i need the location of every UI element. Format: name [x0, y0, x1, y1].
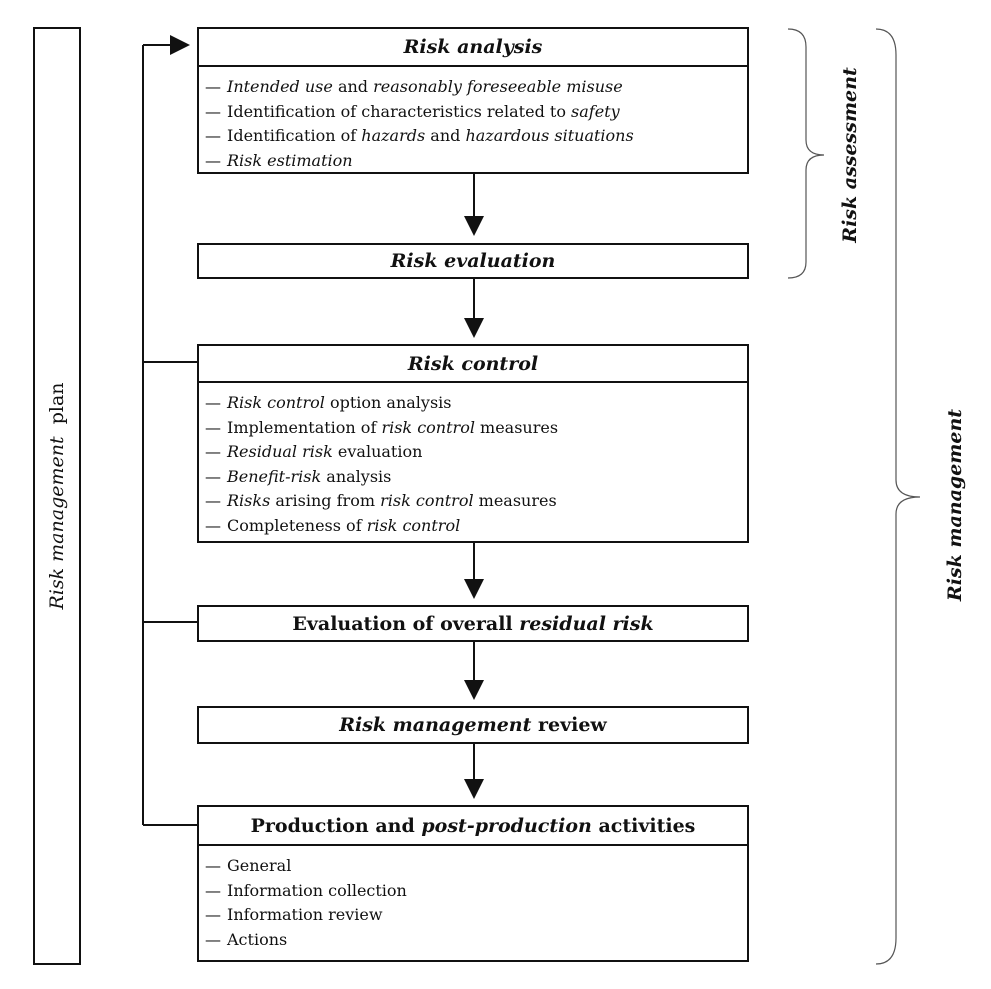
- item-text: Completeness of: [227, 515, 367, 535]
- item-text: and: [425, 126, 466, 145]
- risk-control-title-text: Risk control: [407, 352, 539, 375]
- list-item: — Intended use and reasonably foreseeable…: [205, 75, 747, 100]
- production-activities-items: — General — Information collection — Informat…: [199, 846, 747, 952]
- overall-residual-risk-box: Evaluation of overall residual risk: [197, 605, 749, 642]
- risk-assessment-label: Risk assessment: [839, 67, 861, 243]
- risk-management-review-box: Risk management review: [197, 706, 749, 744]
- dash-bullet: —: [205, 905, 221, 924]
- risk-assessment-brace: [787, 28, 825, 279]
- item-text: analysis: [321, 466, 392, 486]
- item-text-italic: hazards: [361, 126, 426, 145]
- list-item: — Benefit-risk analysis: [205, 465, 747, 490]
- item-text: Information review: [227, 905, 383, 924]
- list-item: — Implementation of risk control measures: [205, 416, 747, 441]
- production-activities-title: Production and post-production activitie…: [199, 807, 747, 846]
- item-text-italic: risk control: [381, 417, 475, 437]
- list-item: — General: [205, 854, 747, 879]
- dash-bullet: —: [205, 417, 221, 437]
- dash-bullet: —: [205, 150, 221, 170]
- risk-management-plan-label: Risk management plan: [46, 382, 68, 609]
- list-item: — Information collection: [205, 879, 747, 904]
- item-text: Identification of: [227, 126, 362, 145]
- dash-bullet: —: [205, 466, 221, 486]
- dash-bullet: —: [205, 126, 221, 145]
- risk-analysis-box: Risk analysis — Intended use and reasonab…: [197, 27, 749, 174]
- item-text: measures: [474, 417, 559, 437]
- list-item: — Identification of characteristics relat…: [205, 100, 747, 125]
- risk-control-box: Risk control — Risk control option analys…: [197, 344, 749, 543]
- item-text-italic: Risk control: [227, 393, 325, 412]
- risk-control-title: Risk control: [199, 346, 747, 383]
- list-item: — Completeness of risk control: [205, 514, 747, 539]
- dash-bullet: —: [205, 929, 221, 949]
- production-activities-box: Production and post-production activitie…: [197, 805, 749, 962]
- dash-bullet: —: [205, 442, 221, 461]
- item-text-italic: safety: [571, 101, 620, 121]
- item-text: and: [332, 77, 374, 96]
- list-item: — Risk estimation: [205, 149, 747, 174]
- dash-bullet: —: [205, 77, 221, 96]
- review-title-plain: review: [531, 714, 607, 736]
- item-text-italic: Risks: [227, 491, 271, 510]
- item-text-italic: hazardous situations: [465, 126, 634, 145]
- risk-analysis-items: — Intended use and reasonably foreseeable…: [199, 67, 747, 173]
- risk-control-items: — Risk control option analysis — Implementa…: [199, 383, 747, 538]
- item-text-italic: risk control: [366, 515, 461, 535]
- dash-bullet: —: [205, 515, 221, 535]
- dash-bullet: —: [205, 856, 221, 875]
- item-text: Information collection: [227, 880, 407, 900]
- list-item: — Risks arising from risk control measure…: [205, 489, 747, 514]
- item-text: Identification of characteristics relate…: [227, 101, 572, 121]
- dash-bullet: —: [205, 393, 221, 412]
- risk-management-brace: [875, 28, 921, 965]
- risk-management-plan-box: [33, 27, 81, 965]
- item-text: Actions: [227, 929, 288, 949]
- production-title-plain-1: Production and: [250, 814, 422, 837]
- overall-title-plain: Evaluation of overall: [292, 612, 520, 635]
- risk-evaluation-title-text: Risk evaluation: [390, 250, 556, 272]
- plan-label-italic: Risk management: [46, 436, 68, 610]
- review-title-italic: Risk management: [339, 714, 532, 736]
- risk-analysis-title: Risk analysis: [199, 29, 747, 67]
- item-text: Implementation of: [227, 417, 382, 437]
- item-text: measures: [473, 491, 557, 510]
- item-text-italic: Risk estimation: [227, 150, 353, 170]
- plan-label-plain: plan: [46, 382, 68, 425]
- item-text: option analysis: [324, 393, 452, 412]
- item-text-italic: Intended use: [227, 77, 333, 96]
- dash-bullet: —: [205, 101, 221, 121]
- item-text: evaluation: [332, 442, 423, 461]
- list-item: — Information review: [205, 903, 747, 928]
- dash-bullet: —: [205, 880, 221, 900]
- item-text-italic: Benefit-risk: [227, 466, 322, 486]
- overall-residual-risk-title: Evaluation of overall residual risk: [199, 607, 747, 640]
- list-item: — Actions: [205, 928, 747, 953]
- item-text-italic: risk control: [380, 491, 474, 510]
- list-item: — Risk control option analysis: [205, 391, 747, 416]
- risk-analysis-title-text: Risk analysis: [403, 36, 543, 58]
- list-item: — Identification of hazards and hazardous…: [205, 124, 747, 149]
- item-text: General: [227, 856, 292, 875]
- item-text: arising from: [270, 491, 381, 510]
- risk-management-review-title: Risk management review: [199, 708, 747, 742]
- production-title-plain-2: activities: [591, 814, 696, 837]
- list-item: — Residual risk evaluation: [205, 440, 747, 465]
- risk-evaluation-box: Risk evaluation: [197, 243, 749, 279]
- dash-bullet: —: [205, 491, 221, 510]
- production-title-italic: post-production: [421, 814, 592, 837]
- overall-title-italic: residual risk: [519, 612, 654, 635]
- risk-management-label: Risk management: [944, 408, 966, 602]
- risk-evaluation-title: Risk evaluation: [199, 245, 747, 277]
- item-text-italic: Residual risk: [227, 442, 333, 461]
- item-text-italic: reasonably foreseeable misuse: [373, 77, 623, 96]
